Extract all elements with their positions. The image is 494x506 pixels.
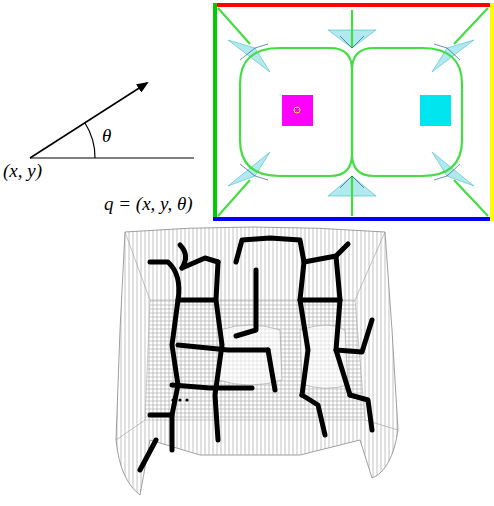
- configuration-label: q = (x, y, θ): [104, 194, 193, 215]
- workspace-roadmap: [213, 3, 494, 221]
- angle-label: θ: [102, 126, 111, 147]
- cspace-mesh: [116, 227, 398, 495]
- configuration-sketch: [30, 83, 194, 158]
- origin-label: (x, y): [3, 161, 42, 182]
